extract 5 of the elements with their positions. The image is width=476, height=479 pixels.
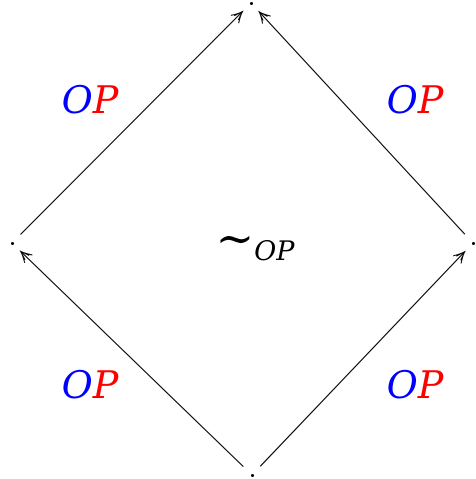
point-node bbox=[250, 2, 252, 4]
point-node bbox=[250, 474, 254, 476]
point-node bbox=[472, 242, 474, 244]
point-node bbox=[10, 242, 14, 244]
diagram-label: ∼$_{OP}$ bbox=[216, 215, 294, 265]
